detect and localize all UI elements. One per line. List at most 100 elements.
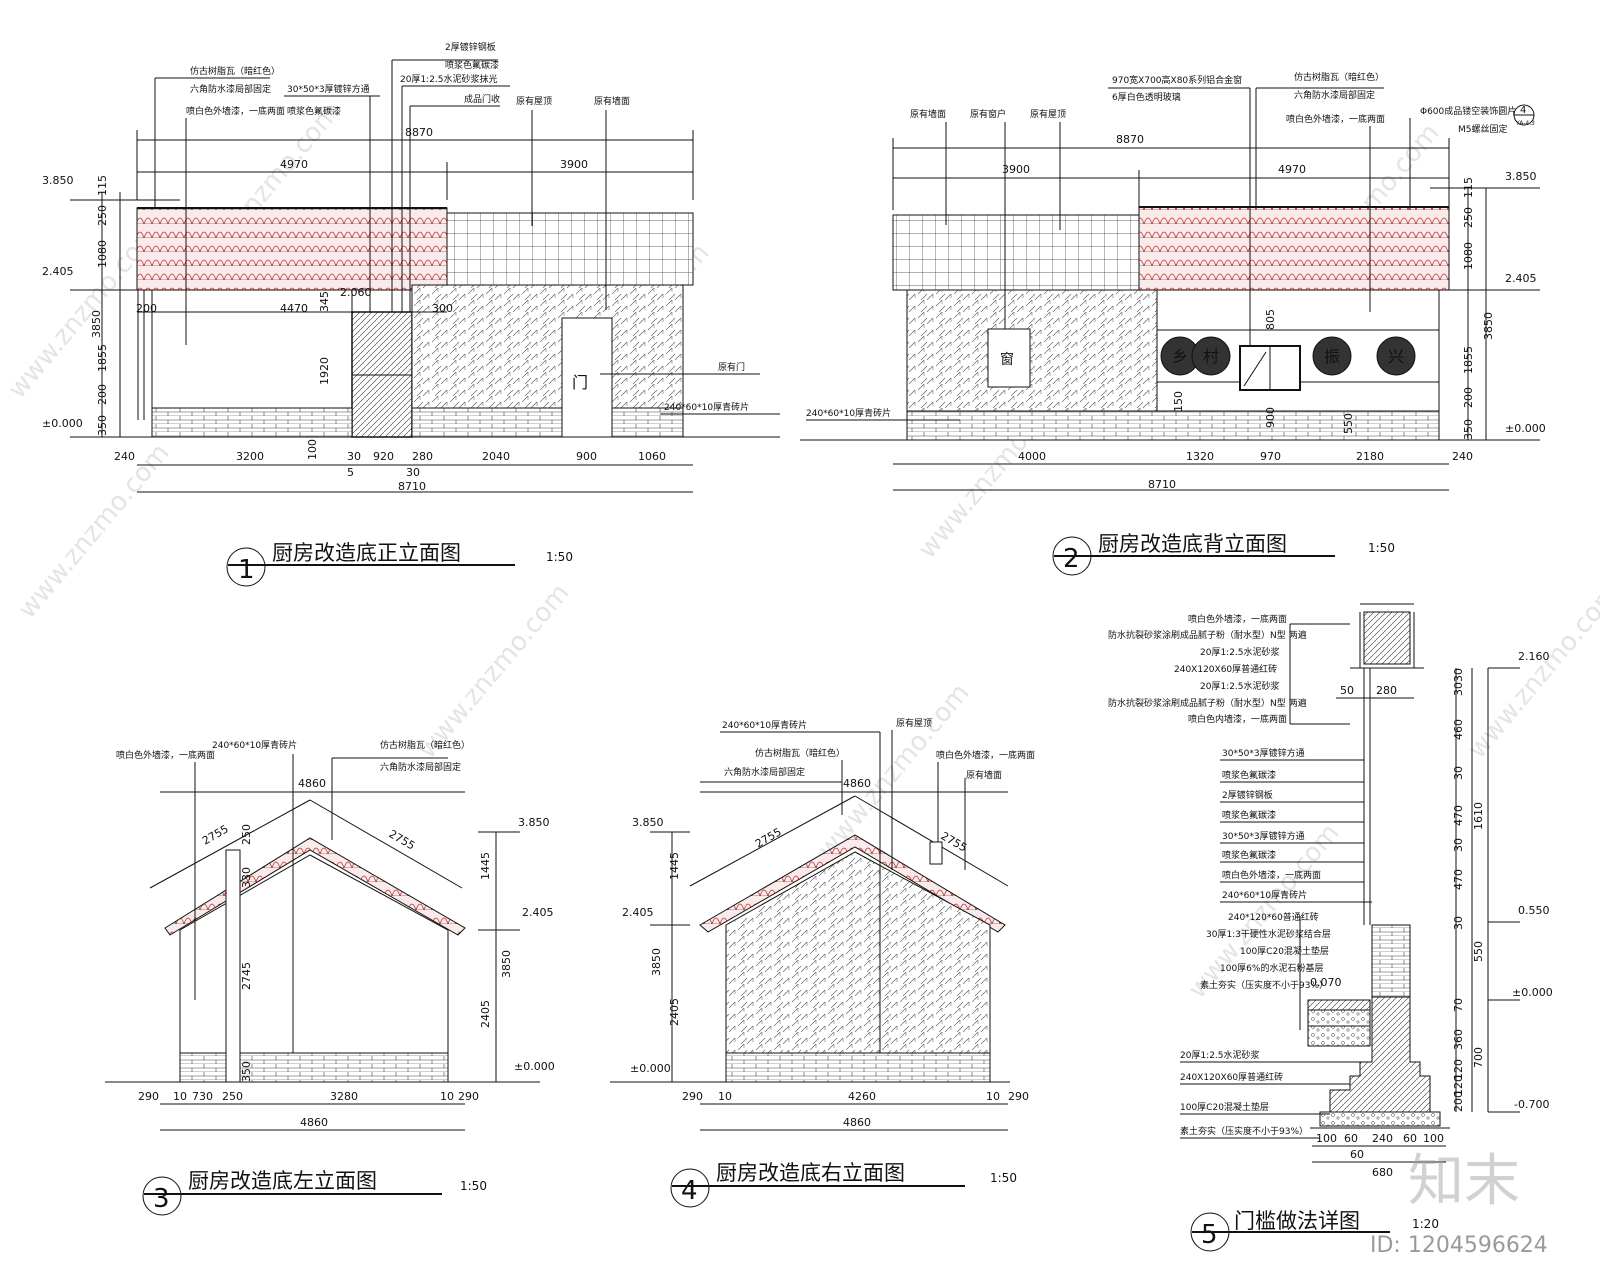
dim: 3850 — [500, 950, 513, 978]
note: 仿古树脂瓦（暗红色） — [190, 65, 280, 77]
window-label: 窗 — [1000, 351, 1014, 368]
dim: 350 — [240, 1061, 253, 1082]
threshold-detail: 50 280 30 30 460 30 470 30 470 30 70 360… — [1108, 603, 1553, 1252]
back-brick-base — [906, 410, 1440, 441]
dim: 100 — [1316, 1132, 1337, 1145]
dim: 30 — [1452, 766, 1465, 780]
note: 喷白色外墙漆，一底两面 — [186, 105, 285, 117]
dim: 200 — [96, 384, 109, 405]
level-mark: 3.850 — [632, 816, 664, 829]
right-annotations: 240*60*10厚青砖片 仿古树脂瓦（暗红色） 六角防水漆局部固定 原有屋顶 … — [700, 717, 1035, 1053]
view-number: 5 — [1201, 1220, 1218, 1250]
dim: 1080 — [1462, 242, 1475, 270]
medallion-char: 振 — [1324, 347, 1340, 366]
level-mark: ±0.000 — [1512, 986, 1553, 999]
note: 20厚1:2.5水泥砂浆 — [1200, 646, 1280, 658]
watermark: www.znzmo.com — [1462, 578, 1600, 764]
dim: 30 — [1452, 838, 1465, 852]
dim: 30 — [406, 466, 420, 479]
dim: 200 — [136, 302, 157, 315]
note: 100厚C20混凝土垫层 — [1180, 1101, 1269, 1113]
dim: 3850 — [1482, 312, 1495, 340]
dim: 900 — [1264, 407, 1277, 428]
dim: 4970 — [280, 158, 308, 171]
back-elevation: 窗 乡 村 振 兴 8870 3900 4970 4000 1320 970 2 — [800, 71, 1546, 576]
left-brick-base — [179, 1052, 449, 1083]
level-mark: ±0.000 — [630, 1062, 671, 1075]
front-door-label: 门 — [572, 373, 588, 392]
dim: 470 — [1452, 805, 1465, 826]
note: 原有门 — [718, 361, 745, 373]
dim: 150 — [1172, 391, 1185, 412]
dim: 3900 — [560, 158, 588, 171]
note: 喷浆色氟碳漆 — [1222, 849, 1276, 861]
view-number: 4 — [681, 1176, 698, 1206]
dim: 5 — [347, 466, 354, 479]
dim: 3850 — [650, 948, 663, 976]
dim: 2755 — [200, 822, 231, 847]
dim: 100 — [306, 439, 319, 460]
dim: 4470 — [280, 302, 308, 315]
image-id: ID: 1204596624 — [1370, 1233, 1548, 1258]
dim: 680 — [1372, 1166, 1393, 1179]
dim: 250 — [222, 1090, 243, 1103]
dim: 290 — [1008, 1090, 1029, 1103]
level-mark: 0.070 — [1310, 976, 1342, 989]
dim: 4860 — [300, 1116, 328, 1129]
dim: 1445 — [668, 852, 681, 880]
level-mark: 2.405 — [522, 906, 554, 919]
dim: 3900 — [1002, 163, 1030, 176]
dim: 250 — [240, 824, 253, 845]
dim: 920 — [373, 450, 394, 463]
dim: 10 — [718, 1090, 732, 1103]
dim: 1855 — [96, 344, 109, 372]
note: 30*50*3厚镀锌方通 — [1222, 747, 1305, 759]
dim: 1855 — [1462, 346, 1475, 374]
view-scale: 1:50 — [460, 1179, 487, 1193]
detail-notes-lower: 240*120*60普通红砖 30厚1:3干硬性水泥砂浆结合层 100厚C20混… — [1180, 911, 1360, 1139]
view-title: 厨房改造底右立面图 — [716, 1161, 905, 1185]
note: 100厚C20混凝土垫层 — [1240, 945, 1329, 957]
back-existing-roof — [892, 214, 1140, 291]
dim: 330 — [240, 867, 253, 888]
dim: 350 — [1462, 419, 1475, 440]
note: 喷浆色氟碳漆 — [1222, 809, 1276, 821]
note: 六角防水漆局部固定 — [1294, 89, 1375, 101]
level-mark: 3.850 — [518, 816, 550, 829]
dim: 2040 — [482, 450, 510, 463]
back-annotations: 970宽X700高X80系列铝合金窗 6厚白色透明玻璃 仿古树脂瓦（暗红色） 六… — [806, 71, 1535, 421]
dim: 30 — [1452, 668, 1465, 682]
front-existing-roof — [446, 212, 694, 286]
view-number-circle — [226, 547, 266, 587]
dim: 10 — [173, 1090, 187, 1103]
note: 原有屋顶 — [516, 95, 552, 107]
dim: 50 — [1340, 684, 1354, 697]
dim: 2405 — [479, 1000, 492, 1028]
level-mark: ±0.000 — [1505, 422, 1546, 435]
dim: 30 — [347, 450, 361, 463]
note: 喷浆色氟碳漆 — [1222, 769, 1276, 781]
dim: 345 — [318, 291, 331, 312]
note: 六角防水漆局部固定 — [380, 761, 461, 773]
note: 20厚1:2.5水泥砂浆 — [1180, 1049, 1260, 1061]
level-mark: 2.405 — [1505, 272, 1537, 285]
front-annotations: 仿古树脂瓦（暗红色） 六角防水漆局部固定 30*50*3厚镀锌方通 喷浆色氟碳漆… — [154, 41, 780, 415]
right-roof — [699, 834, 1006, 933]
note: 20厚1:2.5水泥砂浆抹光 — [400, 73, 498, 85]
view-scale: 1:50 — [1368, 541, 1395, 555]
level-mark: -0.700 — [1514, 1098, 1549, 1111]
note: 仿古树脂瓦（暗红色） — [1294, 71, 1384, 83]
dim: 4860 — [843, 1116, 871, 1129]
medallion-row: 乡 村 振 兴 — [1160, 336, 1416, 376]
back-red-roof — [1138, 206, 1450, 291]
note: 仿古树脂瓦（暗红色） — [380, 739, 470, 751]
watermark: www.znzmo.com — [12, 438, 175, 624]
dim: 1080 — [96, 240, 109, 268]
dim: 4970 — [1278, 163, 1306, 176]
detail-callout-ref: YA-4.3 — [1515, 120, 1535, 127]
note: 仿古树脂瓦（暗红色） — [755, 747, 845, 759]
note: 防水抗裂砂浆涂刷成品腻子粉（耐水型）N型 两遍 — [1108, 697, 1307, 709]
dim: 4860 — [843, 777, 871, 790]
note: 六角防水漆局部固定 — [724, 766, 805, 778]
